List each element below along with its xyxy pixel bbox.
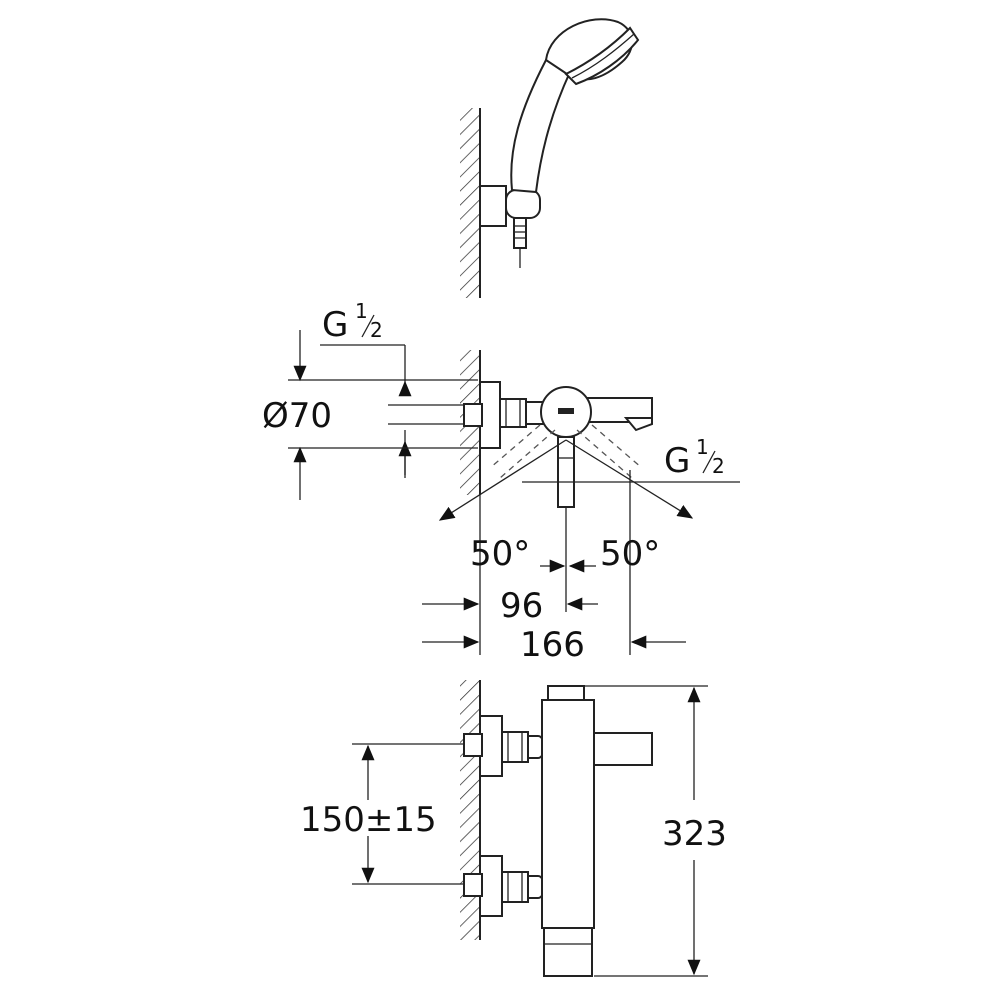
wall-hatch-bottom: [460, 680, 480, 940]
angle-left-label: 50°: [470, 534, 530, 574]
thread-label-side: G: [664, 441, 690, 481]
mixer-body: [541, 699, 595, 929]
wall-holder: [479, 185, 507, 227]
lever: [593, 732, 653, 766]
width-166-label: 166: [520, 625, 585, 665]
thread-den-side: 2: [712, 454, 725, 478]
diameter-label: Ø70: [262, 396, 332, 436]
hand-shower-view: [460, 18, 640, 298]
angle-right-label: 50°: [600, 534, 660, 574]
plan-view: [288, 330, 740, 655]
thread-label-top: G: [322, 305, 348, 345]
wall-hatch-top: [460, 108, 480, 298]
shower-handle: [510, 58, 572, 194]
thread-num-top: 1: [355, 299, 368, 323]
height-323-label: 323: [662, 814, 727, 854]
offset-96-label: 96: [500, 586, 543, 626]
thread-num-side: 1: [696, 435, 709, 459]
spacing-label: 150±15: [300, 800, 437, 840]
front-view: [352, 680, 708, 977]
thread-den-top: 2: [370, 318, 383, 342]
